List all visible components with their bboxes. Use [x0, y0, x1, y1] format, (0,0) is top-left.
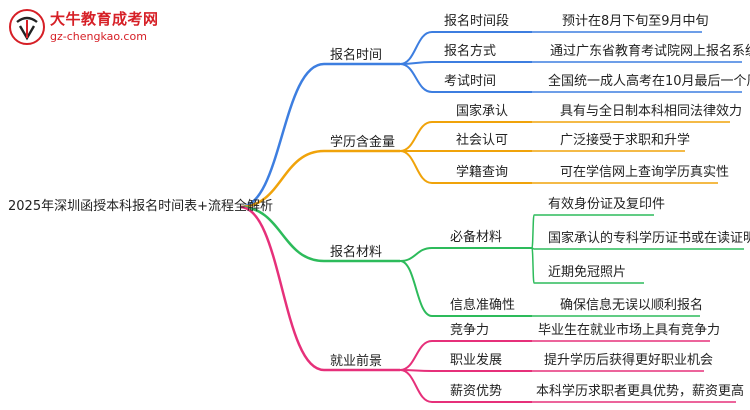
leaf-node: 提升学历后获得更好职业机会	[544, 353, 714, 368]
leaf-node: 全国统一成人高考在10月最后一个周末	[548, 74, 750, 89]
leaf-node: 广泛接受于求职和升学	[560, 133, 691, 148]
branch-node: 报名时间	[330, 48, 383, 63]
logo-url: gz-chengkao.com	[50, 30, 147, 43]
child-node: 考试时间	[444, 74, 497, 89]
branch-node: 就业前景	[330, 354, 383, 369]
logo-ox-icon	[9, 9, 45, 45]
branch-connector	[239, 149, 325, 209]
child-connector	[399, 121, 433, 152]
child-connector	[399, 63, 433, 93]
leaf-node: 具有与全日制本科相同法律效力	[560, 104, 743, 119]
leaf-node: 本科学历求职者更具优势，薪资更高	[536, 384, 745, 399]
leaf-node: 通过广东省教育考试院网上报名系统	[550, 44, 750, 59]
leaf-node: 有效身份证及复印件	[548, 197, 666, 212]
child-node: 竞争力	[450, 323, 490, 338]
leaf-node: 确保信息无误以顺利报名	[560, 298, 704, 313]
branch-connector	[239, 205, 325, 372]
leaf-node: 毕业生在就业市场上具有竞争力	[538, 323, 721, 338]
child-node: 学籍查询	[456, 165, 509, 180]
site-logo: 大牛教育成考网 gz-chengkao.com	[8, 6, 168, 48]
node-underlines	[324, 31, 744, 403]
leaf-node: 预计在8月下旬至9月中旬	[562, 14, 709, 29]
connector-lines	[239, 31, 535, 403]
child-connector	[399, 369, 433, 403]
logo-title: 大牛教育成考网	[50, 10, 159, 28]
leaf-connector	[531, 247, 535, 284]
child-node: 职业发展	[450, 353, 503, 368]
root-node: 2025年深圳函授本科报名时间表+流程全解析	[8, 199, 273, 214]
child-connector	[399, 150, 433, 184]
child-node: 国家承认	[456, 104, 509, 119]
child-connector	[399, 260, 433, 317]
leaf-node: 近期免冠照片	[548, 265, 627, 280]
leaf-node: 国家承认的专科学历证书或在读证明	[548, 231, 750, 246]
child-connector	[399, 340, 433, 371]
leaf-connector	[531, 214, 535, 249]
branch-connector	[239, 62, 325, 209]
child-node: 薪资优势	[450, 384, 503, 399]
child-node: 报名方式	[444, 44, 497, 59]
child-node: 信息准确性	[450, 298, 516, 313]
branch-connector	[239, 205, 325, 263]
child-connector	[399, 247, 433, 262]
child-connector	[399, 31, 433, 65]
branch-node: 报名材料	[330, 245, 383, 260]
child-node: 社会认可	[456, 133, 509, 148]
branch-node: 学历含金量	[330, 135, 396, 150]
child-node: 必备材料	[450, 230, 503, 245]
leaf-node: 可在学信网上查询学历真实性	[560, 165, 730, 180]
child-node: 报名时间段	[444, 14, 510, 29]
